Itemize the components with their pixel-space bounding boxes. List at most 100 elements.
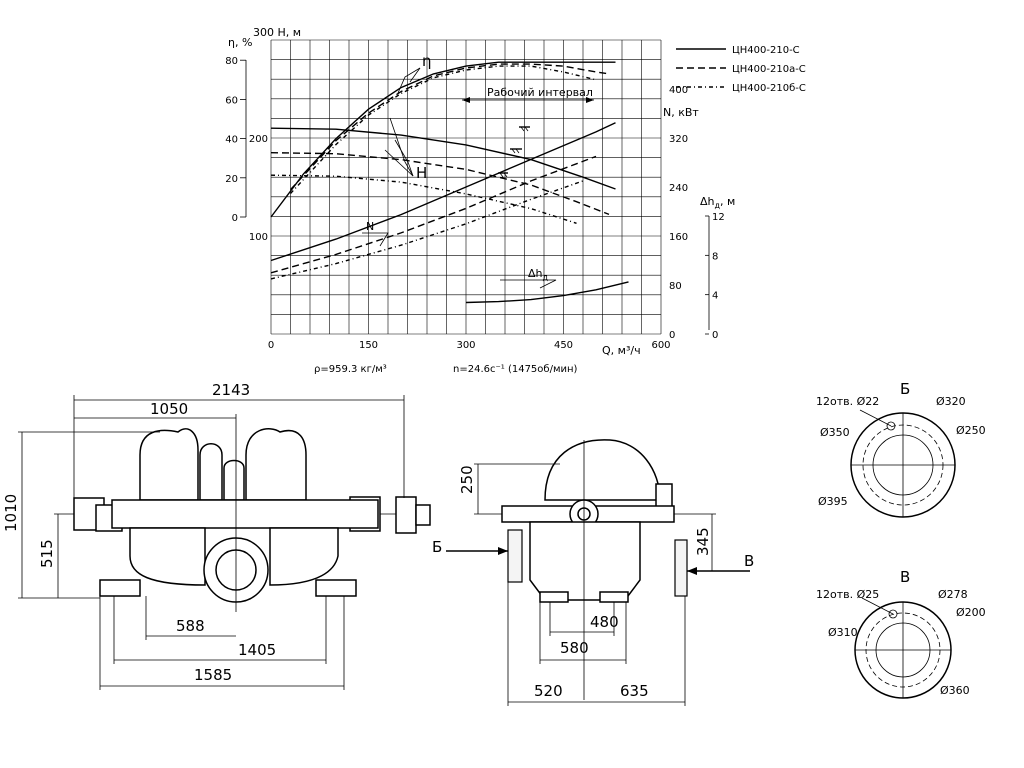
- flange-v-hole: [888, 609, 898, 619]
- front-foot-left: [99, 579, 141, 597]
- chart-grid: [270, 39, 662, 335]
- npsh-tick-label: 4: [712, 291, 718, 302]
- head-curve-label: H: [416, 164, 427, 182]
- chart-curves: [270, 61, 629, 304]
- casing-volute-2: [223, 459, 245, 501]
- flange-b-hole: [886, 421, 896, 431]
- side-foot-left: [539, 591, 569, 603]
- casing-right-upper: [245, 428, 307, 501]
- flange-b-d1: Ø320: [936, 395, 966, 408]
- npsh-tick-label: 8: [712, 251, 718, 262]
- flange-v-holes: 12отв. Ø25: [816, 588, 879, 601]
- curve-Δhд-ЦН400-210-С: [465, 281, 629, 304]
- dim-side-left: 520: [534, 682, 563, 700]
- eta-tick-label: 20: [225, 174, 238, 185]
- curve-η-ЦН400-210а-С: [289, 63, 610, 191]
- dim-side-axis: 345: [694, 527, 712, 556]
- flange-b: Б 12отв. Ø22 Ø320 Ø350 Ø250 Ø395: [816, 380, 986, 518]
- flange-v-hole-leader: [861, 597, 894, 615]
- dim-side-right: 635: [620, 682, 649, 700]
- head-leader-3: [384, 149, 414, 177]
- flange-b-d2: Ø350: [820, 426, 850, 439]
- outlet-arrowhead: [687, 567, 697, 575]
- chart-legend: ЦН400-210-С ЦН400-210а-С ЦН400-210б-С: [676, 45, 806, 94]
- side-casing-lower: [529, 521, 641, 601]
- head-tick-label: 200: [249, 134, 268, 145]
- x-tick-label: 150: [359, 340, 378, 351]
- eta-tick-label: 80: [225, 56, 238, 67]
- outlet-label: В: [744, 552, 754, 570]
- power-leader: [362, 232, 389, 247]
- dim-base-outer: 1585: [194, 666, 232, 684]
- dim-side-foot-inner: 480: [590, 613, 619, 631]
- density-parameter: ρ=959.3 кг/м³: [314, 364, 387, 375]
- side-inlet-flange: [507, 529, 523, 583]
- casing-left-upper: [139, 428, 199, 501]
- curve-η-ЦН400-210-С: [270, 61, 616, 218]
- eta-leader: [397, 67, 421, 94]
- dim-base-inner: 1405: [238, 641, 276, 659]
- curve-H-ЦН400-210-С: [270, 127, 616, 190]
- power-tick-label: 80: [669, 281, 682, 292]
- right-coupling-flange: [395, 496, 417, 534]
- npsh-axis-label: Δhд, м: [700, 195, 735, 210]
- speed-parameter: n=24.6с⁻¹ (1475об/мин): [453, 364, 578, 375]
- side-outlet-flange: [674, 539, 688, 597]
- flange-b-hole-leader: [859, 409, 892, 427]
- eta-curve-label: η: [422, 52, 432, 70]
- eta-leader-2: [409, 67, 421, 83]
- dim-overall: 2143: [212, 381, 250, 399]
- dim-side-top: 250: [458, 465, 476, 494]
- head-leader: [389, 117, 414, 177]
- power-axis-label: N, кВт: [663, 106, 699, 119]
- x-tick-label: 600: [651, 340, 670, 351]
- interval-arrow-right: [586, 97, 594, 103]
- dim-half: 1050: [150, 400, 188, 418]
- flange-b-d3: Ø250: [956, 424, 986, 437]
- flange-v-d3: Ø200: [956, 606, 986, 619]
- power-tick-label: 240: [669, 183, 688, 194]
- power-tick-label: 320: [669, 134, 688, 145]
- side-casing-upper: [544, 439, 661, 501]
- power-tick-label: 400: [669, 85, 688, 96]
- casing-lower-right: [269, 527, 339, 586]
- flow-axis-label: Q, м³/ч: [602, 344, 641, 357]
- x-tick-label: 300: [456, 340, 475, 351]
- npsh-curve-label: Δhд: [528, 267, 549, 282]
- eta-tick-label: 40: [225, 135, 238, 146]
- eta-axis-label: η, %: [228, 36, 252, 49]
- npsh-tick-label: 12: [712, 212, 725, 223]
- casing-lower-left: [129, 527, 206, 586]
- curve-N-ЦН400-210а-С: [270, 155, 597, 274]
- interval-marks: [498, 126, 530, 178]
- head-axis-label: 300 H, м: [253, 26, 301, 39]
- flange-v-d2: Ø310: [828, 626, 858, 639]
- x-tick-label: 450: [554, 340, 573, 351]
- power-tick-label: 160: [669, 232, 688, 243]
- legend-label-3: ЦН400-210б-С: [732, 83, 806, 94]
- head-tick-label: 100: [249, 232, 268, 243]
- pump-side-view: Б В 250 345 480 580 520 635: [432, 439, 754, 706]
- flange-b-holes: 12отв. Ø22: [816, 395, 879, 408]
- dim-axis-height: 515: [38, 539, 56, 568]
- eta-tick-label: 0: [232, 213, 238, 224]
- dim-height-total: 1010: [2, 494, 20, 532]
- flange-v-d4: Ø360: [940, 684, 970, 697]
- shaft-end: [415, 504, 431, 526]
- casing-volute-1: [199, 443, 223, 501]
- side-foot-right: [599, 591, 629, 603]
- flange-b-d4: Ø395: [818, 495, 848, 508]
- inlet-label: Б: [432, 538, 442, 556]
- dim-side-foot-outer: 580: [560, 639, 589, 657]
- flange-v: В 12отв. Ø25 Ø278 Ø310 Ø200 Ø360: [816, 568, 986, 699]
- flange-b-title: Б: [900, 380, 910, 398]
- curve-H-ЦН400-210а-С: [270, 152, 610, 216]
- inlet-arrowhead: [498, 547, 508, 555]
- head-leader-2: [394, 139, 414, 177]
- curve-N-ЦН400-210-С: [270, 122, 616, 262]
- curve-N-ЦН400-210б-С: [270, 180, 584, 280]
- legend-label-1: ЦН400-210-С: [732, 45, 800, 56]
